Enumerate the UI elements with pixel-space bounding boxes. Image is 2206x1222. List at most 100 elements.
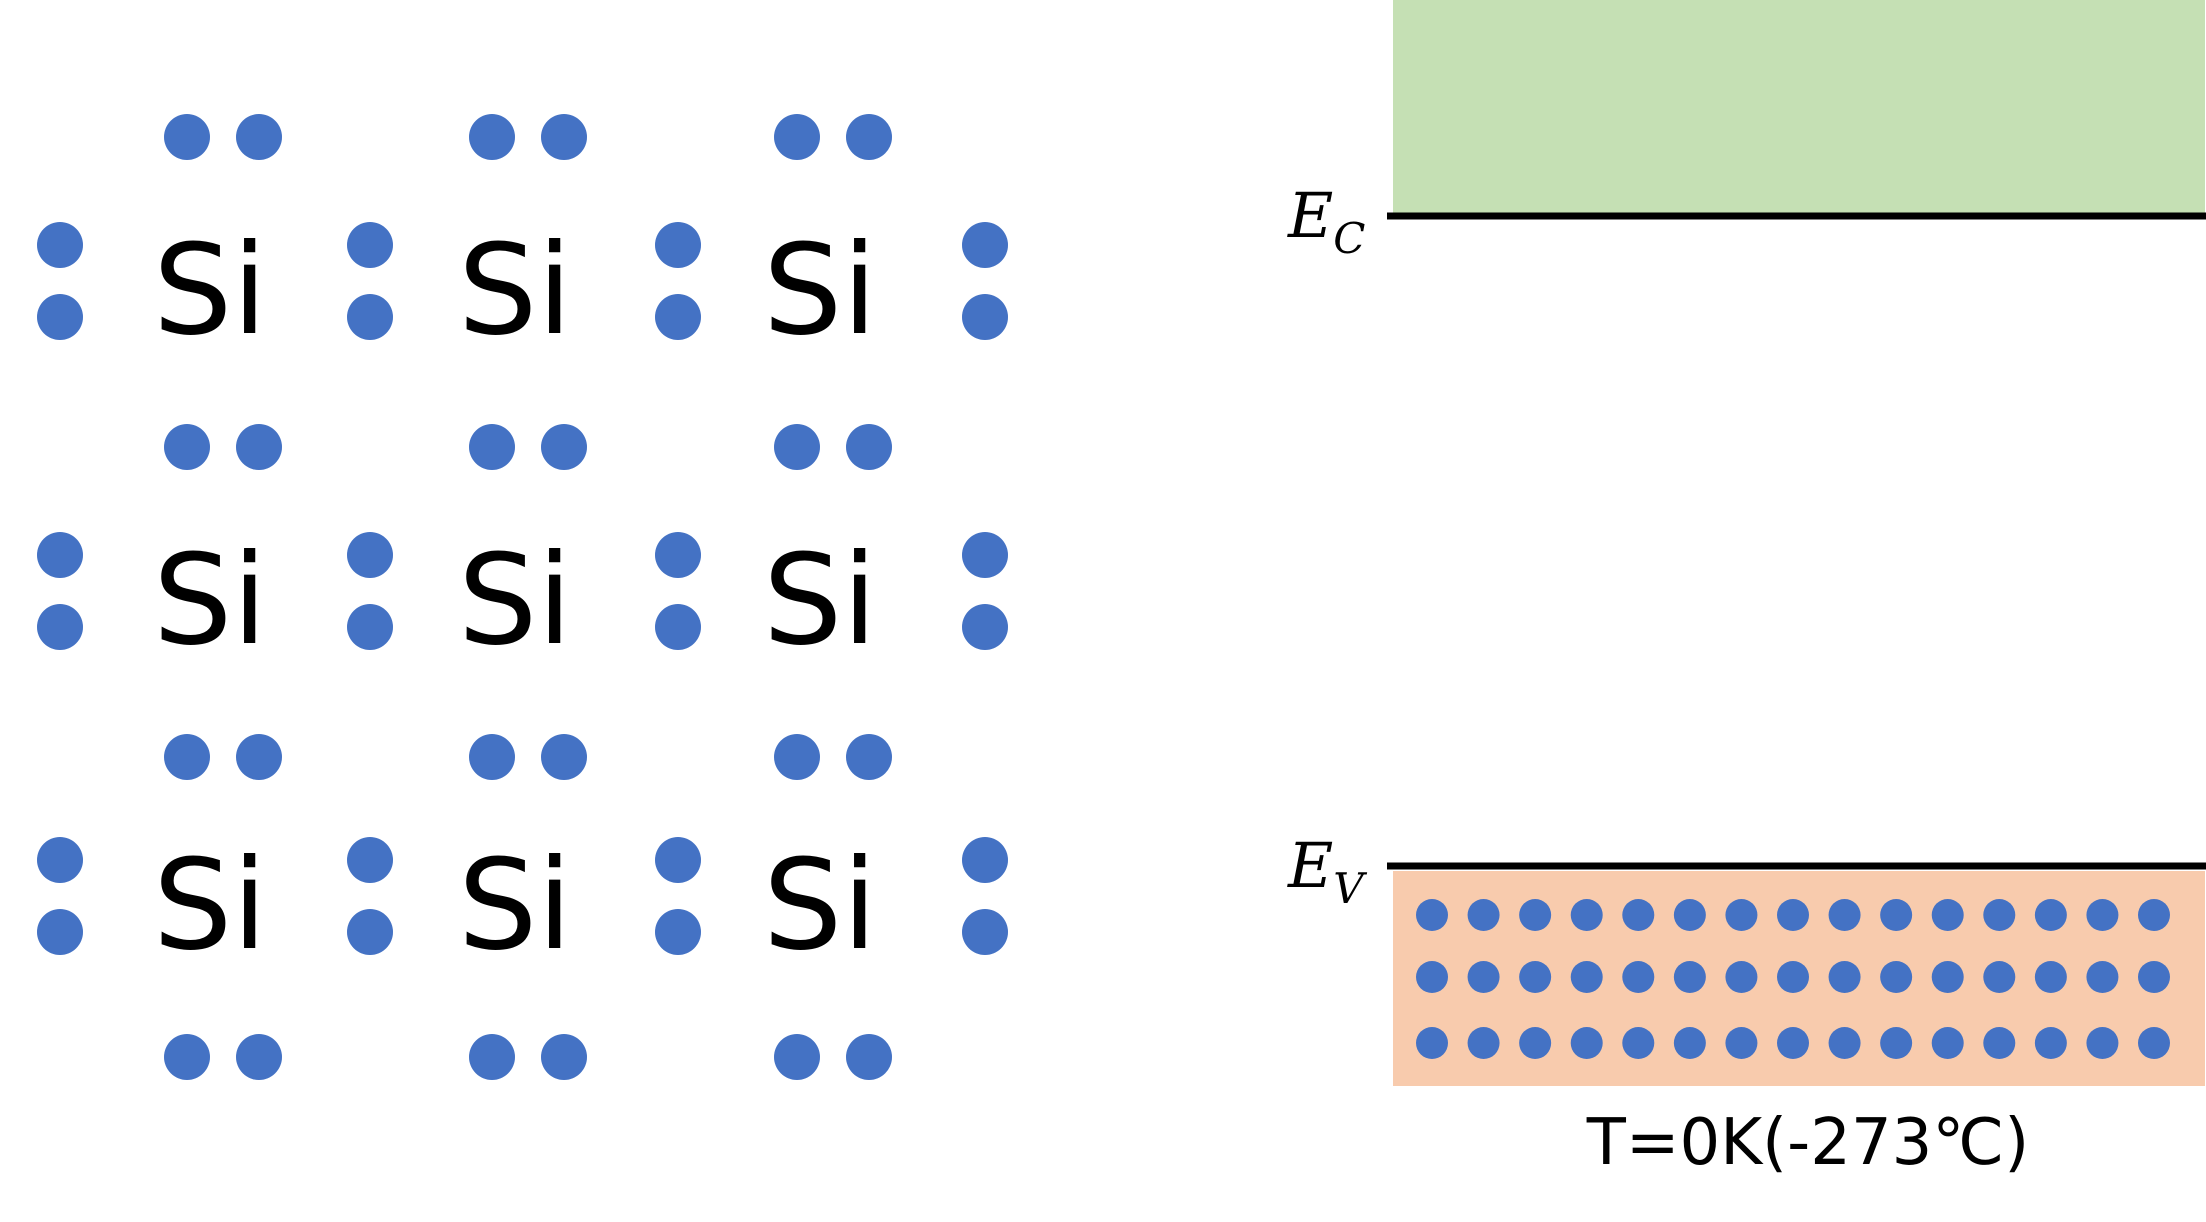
bond-electron [347, 837, 393, 883]
valence-electron [2086, 1027, 2119, 1059]
valence-band-electrons [1416, 899, 2170, 1059]
valence-electron [1931, 961, 1964, 993]
atom-symbol: Si [153, 218, 267, 363]
bond-electron [37, 532, 83, 578]
bond-electron [774, 1034, 820, 1080]
valence-electron [1828, 1027, 1861, 1059]
bond-electron [164, 734, 210, 780]
valence-electron [1622, 899, 1655, 931]
valence-electron [1777, 1027, 1809, 1059]
valence-electron [2138, 899, 2170, 931]
ev-label-main: E [1287, 829, 1333, 902]
valence-electron [1570, 961, 1603, 993]
bond-electron [347, 909, 393, 955]
bond-electron [469, 1034, 515, 1080]
valence-electron [1570, 899, 1603, 931]
valence-electron [1519, 961, 1552, 993]
bond-electron [655, 604, 701, 650]
atom-symbol: Si [763, 833, 877, 978]
valence-electron [1880, 899, 1913, 931]
bond-electron [164, 114, 210, 160]
bond-electron [962, 294, 1008, 340]
bond-electron [655, 532, 701, 578]
bond-electron [164, 424, 210, 470]
bond-electron [655, 222, 701, 268]
bond-electron [962, 222, 1008, 268]
valence-electron [1880, 961, 1913, 993]
valence-electron [1673, 1027, 1706, 1059]
valence-electron [1467, 1027, 1500, 1059]
bond-electron [655, 294, 701, 340]
valence-electron [1777, 961, 1809, 993]
valence-electron [2086, 961, 2119, 993]
bond-electron [37, 222, 83, 268]
valence-electron [1828, 961, 1861, 993]
bond-electron [846, 1034, 892, 1080]
atom-symbol: Si [763, 218, 877, 363]
atom-symbol: Si [153, 833, 267, 978]
bond-electron [164, 1034, 210, 1080]
valence-electron [1983, 1027, 2016, 1059]
bond-electron [37, 909, 83, 955]
valence-electron [1416, 899, 1448, 931]
valence-electron [1673, 899, 1706, 931]
temperature-label: T=0K(-273℃) [1586, 1106, 2029, 1180]
valence-electron [1983, 961, 2016, 993]
valence-electron [2034, 961, 2067, 993]
bond-electron [655, 909, 701, 955]
bond-electron [347, 604, 393, 650]
conduction-band [1393, 0, 2205, 215]
bond-electron [37, 604, 83, 650]
valence-electron [1725, 1027, 1758, 1059]
atom-symbol: Si [763, 528, 877, 673]
conduction-band-edge-label: EC [1287, 179, 1365, 263]
atom-symbol: Si [458, 528, 572, 673]
valence-electron [2034, 899, 2067, 931]
valence-band-edge-label: EV [1287, 829, 1367, 913]
bond-electron [469, 734, 515, 780]
valence-electron [1725, 961, 1758, 993]
bond-electron [347, 532, 393, 578]
energy-band-diagram: EC EV T=0K(-273℃) [1287, 0, 2206, 1180]
atom-symbol: Si [458, 833, 572, 978]
bond-electron [469, 424, 515, 470]
bond-electron [236, 734, 282, 780]
valence-electron [1622, 961, 1655, 993]
valence-electron [1931, 1027, 1964, 1059]
bond-electron [236, 114, 282, 160]
valence-electron [1519, 1027, 1552, 1059]
valence-electron [1416, 1027, 1448, 1059]
valence-electron [1983, 899, 2016, 931]
valence-electron [1467, 899, 1500, 931]
bond-electron [655, 837, 701, 883]
valence-electron [2138, 961, 2170, 993]
bond-electron [236, 1034, 282, 1080]
bond-electron [541, 114, 587, 160]
bond-electron [347, 222, 393, 268]
bond-electron [541, 734, 587, 780]
valence-electron [2034, 1027, 2067, 1059]
valence-electron [1880, 1027, 1913, 1059]
valence-electron [2086, 899, 2119, 931]
valence-electron [1931, 899, 1964, 931]
atom-symbol: Si [153, 528, 267, 673]
valence-electron [1416, 961, 1448, 993]
bond-electron [846, 734, 892, 780]
bond-electron [962, 604, 1008, 650]
bond-electron [236, 424, 282, 470]
bond-electron [37, 294, 83, 340]
ec-label-main: E [1287, 179, 1333, 252]
bond-electron [846, 424, 892, 470]
ec-label-subscript: C [1333, 214, 1365, 263]
valence-electron [1467, 961, 1500, 993]
bond-electron [774, 424, 820, 470]
valence-electron [1519, 899, 1552, 931]
valence-electron [1828, 899, 1861, 931]
bond-electron [962, 909, 1008, 955]
valence-electron [1622, 1027, 1655, 1059]
bond-electron [347, 294, 393, 340]
valence-electron [1570, 1027, 1603, 1059]
valence-electron [1725, 899, 1758, 931]
